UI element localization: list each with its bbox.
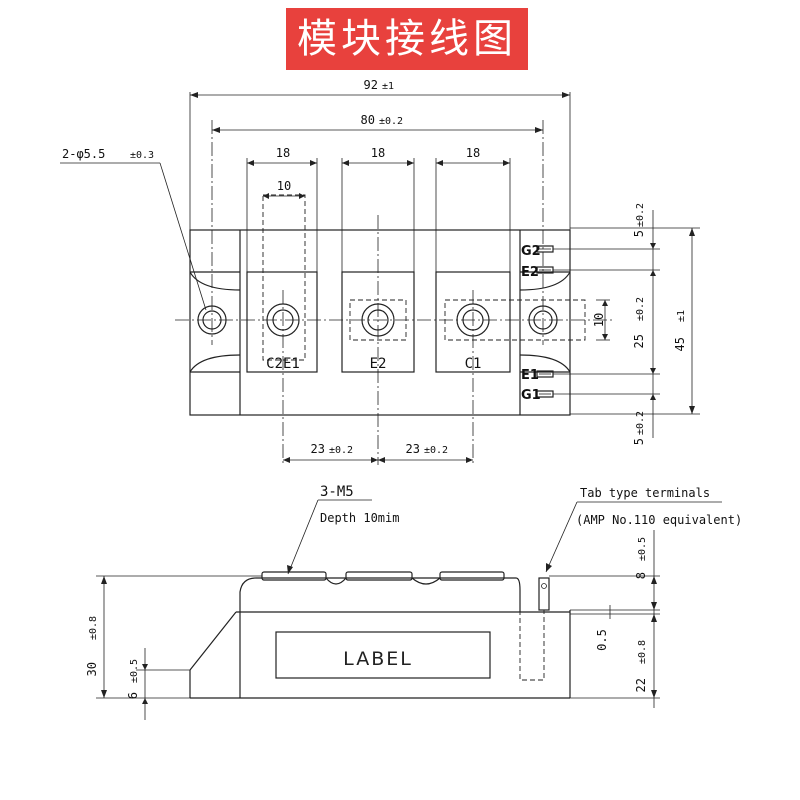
- dim-overall-height: 45: [673, 337, 687, 351]
- dim-tolerance: ±0.8: [637, 640, 648, 664]
- dim-tolerance: ±0.5: [129, 659, 140, 683]
- dim-terminal-width: 18: [466, 146, 480, 160]
- dim-terminal-width: 18: [371, 146, 385, 160]
- terminal-nut: [439, 571, 505, 581]
- dim-tolerance: ±0.5: [637, 537, 648, 561]
- dim-total-height: 30: [85, 662, 99, 676]
- terminal-label: C2E1: [266, 356, 300, 372]
- tab-type-label: Tab type terminals: [580, 486, 710, 500]
- dim-tolerance: ±0.2: [379, 116, 403, 127]
- dim-tolerance: ±0.3: [130, 150, 154, 161]
- dim-terminal-width: 18: [276, 146, 290, 160]
- dim-tolerance: ±1: [382, 81, 394, 92]
- dim-tolerance: ±1: [676, 310, 687, 322]
- dim-right-top: 5: [632, 230, 646, 237]
- gate-pin-label: G1: [521, 388, 541, 403]
- module-outline: [189, 229, 571, 416]
- terminal-pad-c2e1: [246, 271, 318, 373]
- terminal-pad-c1: [435, 271, 511, 373]
- dim-hole-pitch: 80: [361, 113, 375, 127]
- title-banner: 模块接线图: [286, 8, 528, 70]
- dim-tolerance: ±0.8: [88, 616, 99, 640]
- dim-tolerance: ±0.2: [424, 445, 448, 456]
- dim-right-bottom: 5: [632, 438, 646, 445]
- label-box: [275, 631, 491, 679]
- dim-step: 0.5: [595, 629, 609, 651]
- dim-pitch-right: 23: [406, 442, 420, 456]
- dim-right-mid: 25: [632, 334, 646, 348]
- gate-pin-label: G2: [521, 244, 541, 259]
- dim-pitch-left: 23: [311, 442, 325, 456]
- dim-slot-height: 10: [592, 313, 606, 327]
- terminal-label: E2: [370, 356, 387, 372]
- thread-label: 3-M5: [320, 484, 354, 500]
- tab-terminal: [538, 577, 550, 611]
- dim-overall-width: 92: [364, 78, 378, 92]
- top-view: G2 E2 E1 G1 C2E1 E2 C1 92 ±1 80 ±0.2 18 …: [60, 78, 700, 465]
- tab-equivalent-label: (AMP No.110 equivalent): [576, 513, 742, 527]
- terminal-nut: [345, 571, 413, 581]
- gate-pin-label: E1: [521, 368, 539, 383]
- dim-tab-width: 10: [277, 179, 291, 193]
- dim-case-height: 22: [634, 678, 648, 692]
- label-text: LABEL: [343, 648, 413, 670]
- page-title: 模块接线图: [297, 16, 517, 62]
- gate-pin-label: E2: [521, 265, 539, 280]
- dim-tolerance: ±0.2: [329, 445, 353, 456]
- terminal-nut: [261, 571, 327, 581]
- terminal-label: C1: [465, 356, 482, 372]
- dim-mount-hole: 2-φ5.5: [62, 147, 105, 161]
- dim-tolerance: ±0.2: [635, 411, 646, 435]
- side-view: LABEL 3-M5 Depth 10mim Tab type terminal…: [85, 484, 742, 720]
- dim-tab-height: 8: [634, 572, 648, 579]
- depth-label: Depth 10mim: [320, 511, 399, 525]
- dim-tolerance: ±0.2: [635, 297, 646, 321]
- dim-base-height: 6: [126, 692, 140, 699]
- dim-tolerance: ±0.2: [635, 203, 646, 227]
